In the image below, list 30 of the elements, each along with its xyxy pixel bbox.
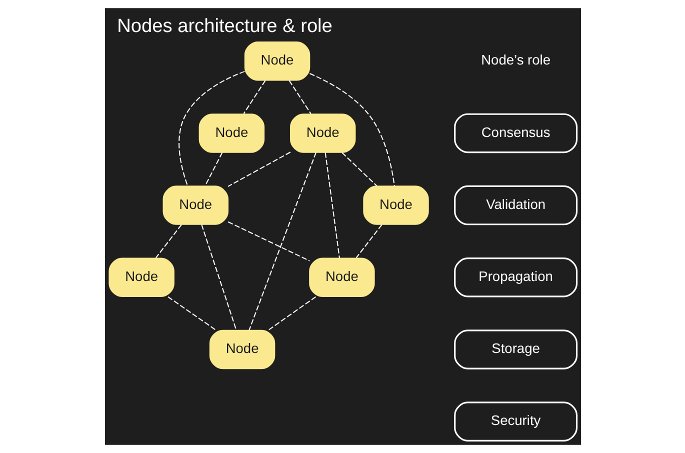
diagram-title: Nodes architecture & role [116,16,332,37]
node-box: Validation [454,185,578,226]
connector [355,224,382,258]
node-box: Node [108,258,174,297]
label: Node’s role [480,52,550,68]
connector [341,152,377,186]
node-box: Node [208,330,275,370]
connector [308,73,394,186]
node-box: Node [290,114,356,153]
connector [154,224,182,258]
node-box: Consensus [454,113,578,154]
node-box: Node [198,114,264,153]
connector [227,221,310,262]
node-box: Node [162,186,228,225]
connector [242,80,266,114]
node-box: Node [308,258,374,297]
connector [200,224,236,330]
connector [324,152,340,258]
node-box: Node [362,186,428,225]
connector [204,152,222,186]
connector [288,80,311,114]
connector [167,296,216,331]
connector [248,152,316,330]
connector [267,296,316,331]
connector [178,70,244,186]
node-box: Storage [454,330,578,370]
node-box: Propagation [454,258,578,298]
node-box: Security [454,402,578,442]
connector [227,152,290,187]
node-box: Node [244,42,310,81]
